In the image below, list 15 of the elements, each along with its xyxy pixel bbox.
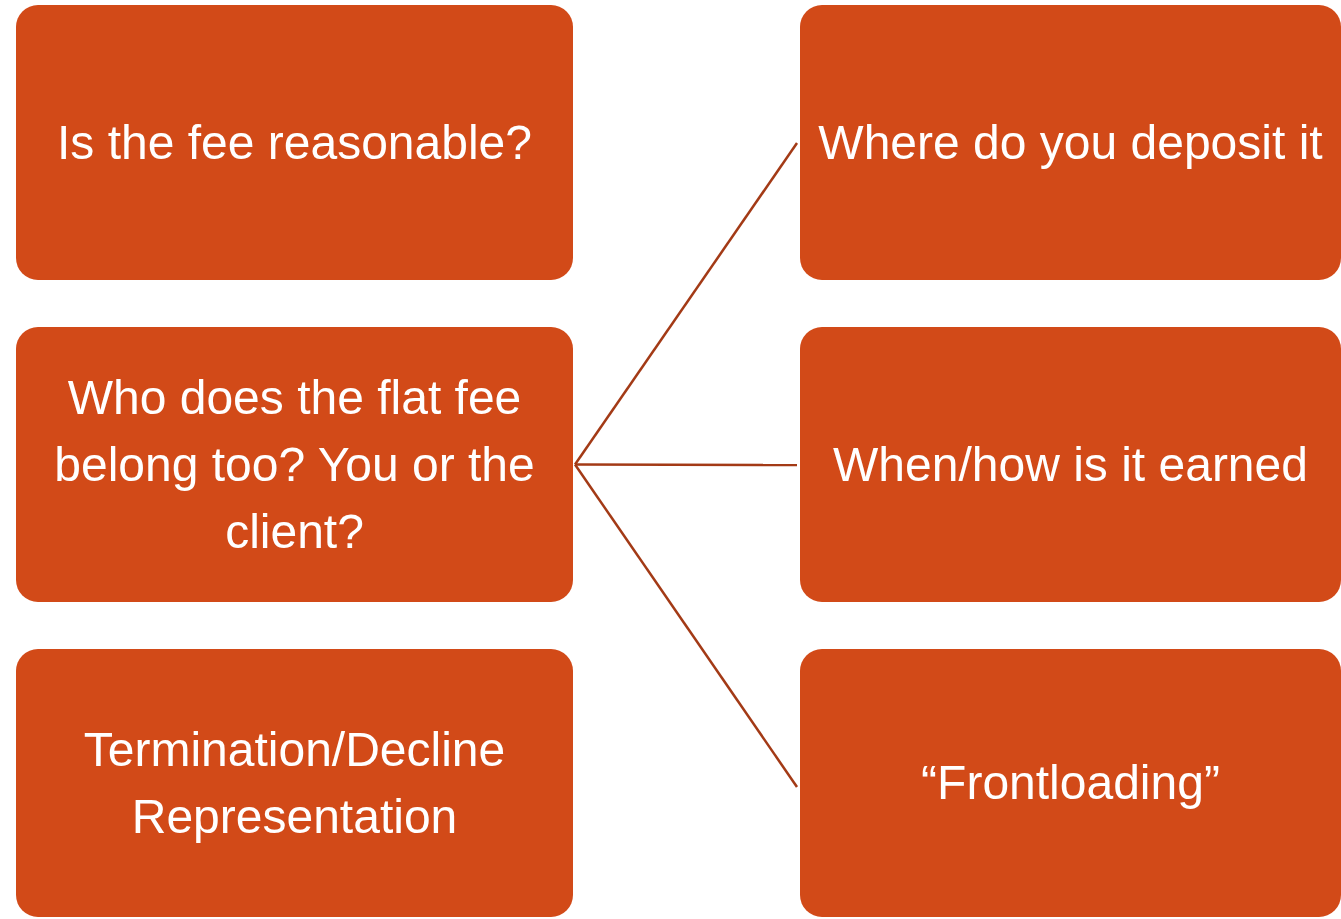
topic-text: Termination/Decline Representation	[82, 721, 507, 845]
topic-text: “Frontloading”	[921, 755, 1220, 812]
connector-line	[575, 463, 797, 467]
connector-line	[573, 142, 799, 466]
topic-box	[16, 5, 573, 280]
topic-box	[800, 649, 1341, 917]
topic-box	[16, 649, 573, 917]
topic-box	[800, 5, 1341, 280]
topic-box	[800, 327, 1341, 602]
topic-text: Where do you deposit it	[818, 114, 1323, 171]
connector-line	[573, 463, 799, 788]
topic-text: Who does the flat fee belong too? You or the client?	[53, 369, 536, 561]
topic-text: When/how is it earned	[833, 436, 1308, 493]
topic-box	[16, 327, 573, 602]
topic-text: Is the fee reasonable?	[57, 114, 532, 171]
